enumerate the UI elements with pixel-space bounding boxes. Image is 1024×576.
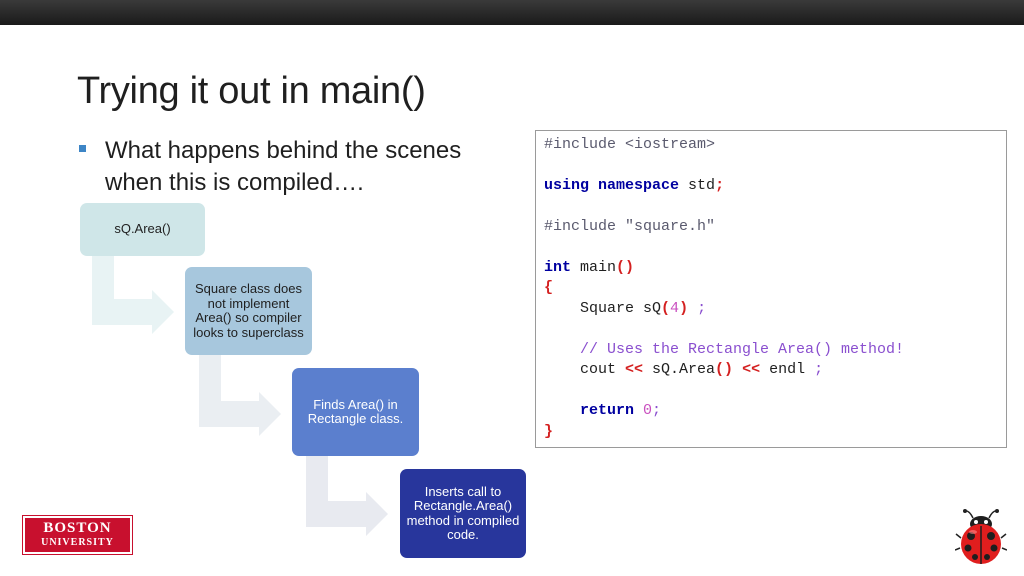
top-bar: [0, 0, 1024, 25]
bullet-square-icon: [79, 145, 86, 152]
flow-step-inserts-call: Inserts call to Rectangle.Area() method …: [400, 469, 526, 558]
flow-step-square-class: Square class does not implement Area() s…: [185, 267, 312, 355]
flow-arrow-3: [306, 456, 388, 536]
boston-university-logo: BOSTON UNIVERSITY: [22, 515, 133, 555]
code-line-close-brace: }: [544, 423, 554, 440]
code-line-using-namespace: using namespace std;: [544, 177, 725, 194]
bullet-text: What happens behind the scenes when this…: [105, 137, 462, 196]
code-line-return: return 0;: [544, 402, 662, 419]
code-line-include-square: #include "square.h": [544, 218, 716, 235]
code-line-include-iostream: #include <iostream>: [544, 136, 716, 153]
code-line-cout: cout << sQ.Area() << endl ;: [544, 361, 824, 378]
code-panel: #include <iostream> using namespace std;…: [535, 130, 1007, 448]
code-line-main-signature: int main(): [544, 259, 635, 276]
flow-step-call: sQ.Area(): [80, 203, 205, 256]
ladybug-icon: [955, 509, 1007, 564]
flow-arrow-2: [199, 355, 281, 436]
code-line-comment: // Uses the Rectangle Area() method!: [544, 341, 905, 358]
code-line-open-brace: {: [544, 279, 554, 296]
slide-title: Trying it out in main(): [77, 70, 426, 112]
flow-step-finds-area: Finds Area() in Rectangle class.: [292, 368, 419, 456]
code-line-declaration: Square sQ(4) ;: [544, 300, 707, 317]
flow-arrow-1: [92, 256, 174, 334]
